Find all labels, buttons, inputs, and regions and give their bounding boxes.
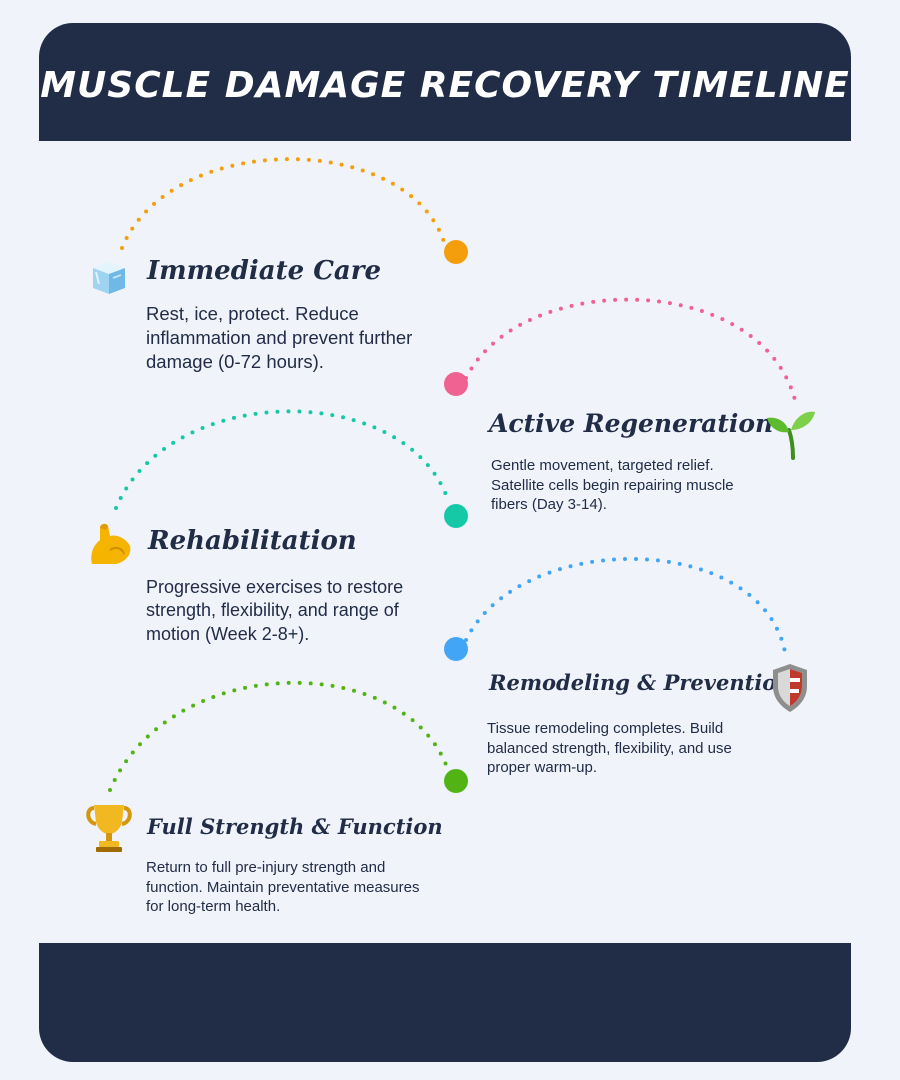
stage-4-heading: Remodeling & Prevention	[489, 670, 792, 695]
milestone-dot-1	[444, 240, 468, 264]
header-bar: MUSCLE DAMAGE RECOVERY TIMELINE	[39, 23, 851, 141]
milestone-dot-5	[444, 769, 468, 793]
connector-arc-1	[120, 157, 447, 250]
page-title: MUSCLE DAMAGE RECOVERY TIMELINE	[40, 64, 850, 106]
trophy-icon	[84, 802, 134, 854]
ice-cube-icon	[86, 255, 130, 299]
stage-3-heading: Rehabilitation	[148, 526, 357, 556]
connector-arc-2	[464, 297, 797, 402]
stage-5-heading: Full Strength & Function	[147, 814, 443, 839]
stage-1-description: Rest, ice, protect. Reduce inflammation …	[146, 303, 413, 373]
stage-4-description: Tissue remodeling completes. Build balan…	[487, 720, 732, 776]
connector-arc-3	[114, 409, 451, 510]
seedling-icon	[765, 408, 817, 460]
stage-5-description: Return to full pre-injury strength and f…	[146, 859, 420, 915]
connector-arc-4	[464, 556, 787, 654]
milestone-dot-2	[444, 372, 468, 396]
shield-icon	[770, 662, 810, 714]
footer-bar	[39, 943, 851, 1062]
milestone-dot-3	[444, 504, 468, 528]
stage-2-heading: Active Regeneration	[489, 409, 774, 438]
stage-2-description: Gentle movement, targeted relief. Satell…	[491, 457, 734, 513]
stage-1-heading: Immediate Care	[147, 256, 382, 286]
flexed-biceps-icon	[86, 520, 134, 568]
infographic-card: MUSCLE DAMAGE RECOVERY TIMELINE	[39, 23, 851, 1062]
milestone-dot-4	[444, 637, 468, 661]
connector-arc-5	[108, 680, 451, 792]
stage-3-description: Progressive exercises to restore strengt…	[146, 577, 404, 644]
